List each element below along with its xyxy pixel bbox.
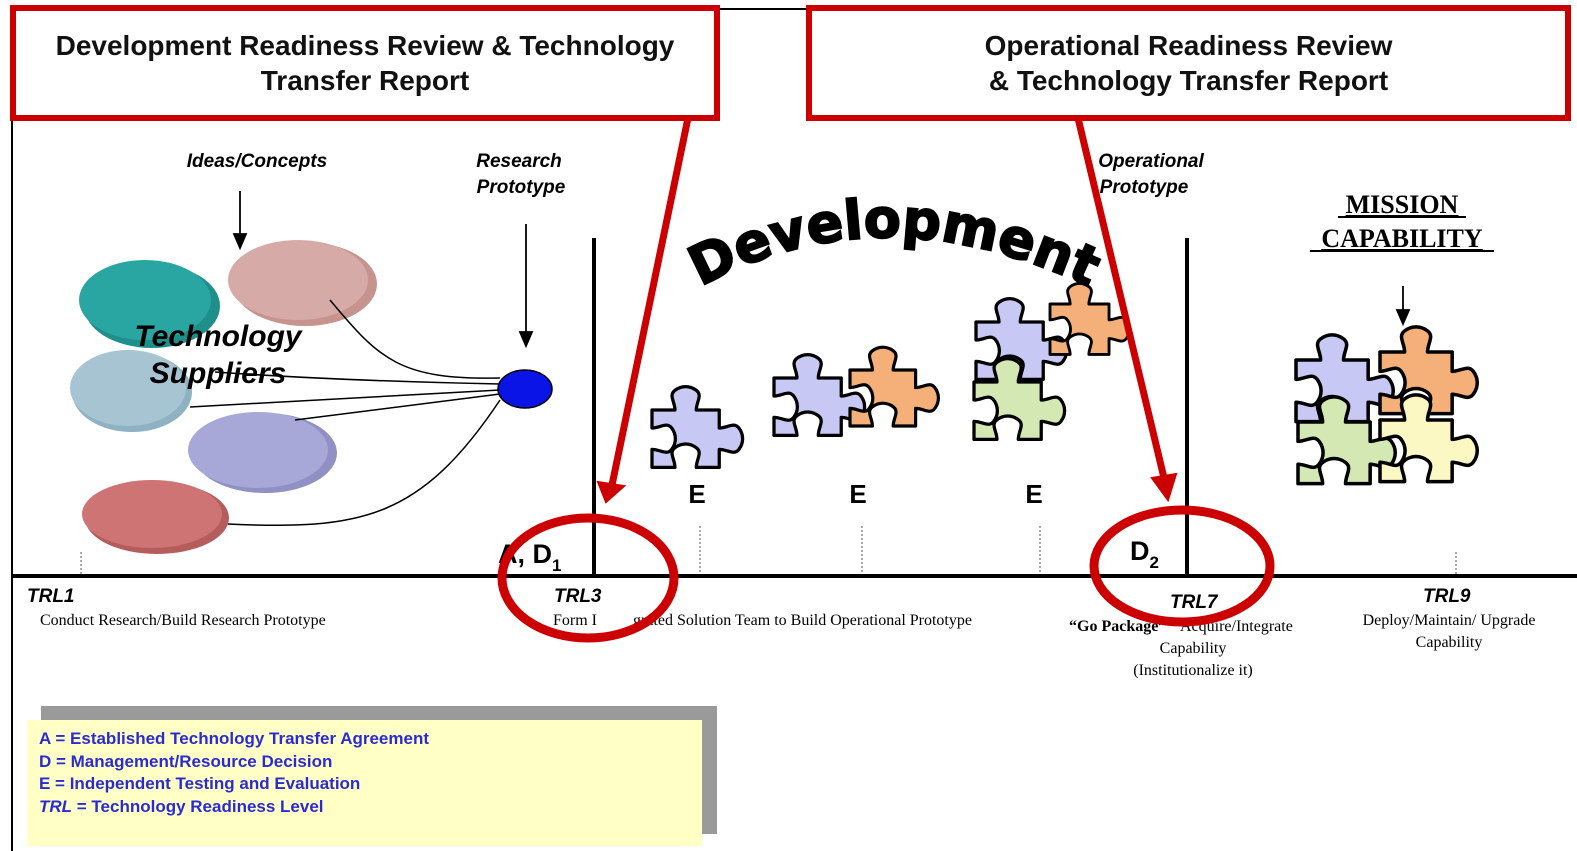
trl3-description-b: grated Solution Team to Build Operationa… [633, 612, 972, 629]
development-title: Development [679, 187, 1110, 299]
down-arrow-icon [232, 191, 1411, 349]
legend-a: A = Established Technology Transfer Agre… [39, 729, 429, 748]
header-right-line-2: & Technology Transfer Report [988, 65, 1389, 96]
trl9-description-1: Deploy/Maintain/ Upgrade [1363, 612, 1536, 629]
technology-suppliers-label-1: Technology [134, 320, 303, 353]
operational-prototype-label-1: Operational [1098, 151, 1204, 172]
e-marker-3: E [1025, 479, 1042, 509]
trl7-go-package: “Go Package” [1069, 618, 1166, 635]
header-left-line-2: Transfer Report [260, 65, 470, 96]
trl7-label: TRL7 [1170, 592, 1219, 613]
convergence-lines [189, 299, 501, 527]
trl7-description-3: (Institutionalize it) [1133, 662, 1253, 679]
trl7-description-2: Capability [1160, 640, 1227, 657]
red-arrow-icon [596, 117, 1178, 504]
trl3-description-a: Form I [553, 612, 597, 629]
operational-prototype-label-2: Prototype [1100, 177, 1189, 198]
header-right-line-1: Operational Readiness Review [984, 30, 1393, 61]
legend-trl-text: = Technology Readiness Level [72, 796, 324, 816]
trl1-label: TRL1 [27, 586, 75, 607]
trl3-label: TRL3 [554, 586, 602, 607]
trl1-description: Conduct Research/Build Research Prototyp… [40, 612, 326, 629]
technology-suppliers-label-2: Suppliers [150, 357, 287, 390]
trl9-description-2: Capability [1416, 634, 1483, 651]
research-prototype-label-1: Research [476, 151, 562, 172]
timeline-ticks [80, 526, 1457, 574]
legend-trl-abbr: TRL [39, 796, 73, 816]
technology-suppliers-group [70, 240, 377, 554]
puzzle-piece-e1 [650, 384, 745, 470]
mission-label-1: MISSION [1346, 190, 1459, 219]
milestone-highlight-oval-1 [497, 513, 679, 643]
legend-d: D = Management/Resource Decision [39, 751, 333, 771]
header-left-line-1: Development Readiness Review & Technolog… [55, 30, 675, 61]
ideas-concepts-label: Ideas/Concepts [187, 151, 327, 172]
e-marker-2: E [849, 479, 866, 509]
mission-label-2: CAPABILITY [1321, 224, 1483, 253]
research-prototype-label-2: Prototype [477, 177, 566, 198]
legend-e: E = Independent Testing and Evaluation [39, 774, 361, 793]
e-marker-1: E [688, 479, 705, 509]
header-operational-readiness-review: Operational Readiness Review & Technolog… [806, 5, 1571, 121]
legend-box: A = Established Technology Transfer Agre… [27, 720, 702, 846]
legend-trl: TRL = Technology Readiness Level [39, 796, 690, 819]
trl9-label: TRL9 [1423, 586, 1471, 607]
milestone-d2: D2 [1130, 536, 1159, 572]
research-prototype-dot [497, 369, 553, 409]
header-development-readiness-review: Development Readiness Review & Technolog… [10, 5, 720, 121]
milestone-highlight-oval-2 [1089, 505, 1275, 627]
puzzle-piece-e2b [848, 345, 941, 428]
